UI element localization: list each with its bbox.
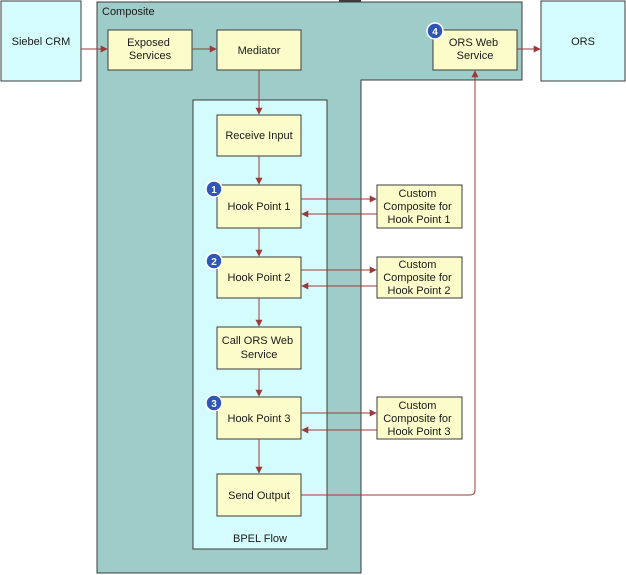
- custom-composite-1-node: [376, 184, 463, 229]
- hook-point-1-node: [216, 184, 302, 229]
- ors-web-service-label: ORS Web Service: [449, 37, 501, 62]
- call-ors-web-service-label: Call ORS Web Service: [222, 335, 296, 361]
- svg-text:2: 2: [211, 257, 217, 268]
- bpel-flow-label: BPEL Flow: [233, 533, 287, 545]
- custom-composite-2-label: Custom Composite for Hook Point 2: [383, 259, 455, 297]
- exposed-services-node: [107, 29, 193, 71]
- hook-point-1-label: Hook Point 1: [228, 201, 291, 213]
- call-ors-web-service-node: [216, 326, 302, 370]
- receive-input-node: [216, 114, 302, 157]
- hook-point-3-node: [216, 396, 302, 440]
- ors-label: ORS: [571, 36, 595, 48]
- badge-3: 3: [205, 394, 223, 412]
- hook-point-2-label: Hook Point 2: [228, 272, 291, 284]
- ors-box: [540, 0, 626, 82]
- svg-text:1: 1: [211, 185, 217, 196]
- receive-input-label: Receive Input: [225, 130, 292, 142]
- send-output-node: [216, 473, 302, 517]
- mediator-label: Mediator: [238, 45, 281, 57]
- send-output-label: Send Output: [228, 490, 290, 502]
- hook-point-3-label: Hook Point 3: [228, 413, 291, 425]
- custom-composite-1-label: Custom Composite for Hook Point 1: [383, 188, 455, 226]
- siebel-crm-box: [0, 0, 82, 82]
- svg-text:3: 3: [211, 399, 217, 410]
- custom-composite-3-node: [376, 396, 463, 440]
- ors-web-service-node: [432, 29, 518, 71]
- siebel-crm-label: Siebel CRM: [12, 36, 71, 48]
- custom-composite-3-label: Custom Composite for Hook Point 3: [383, 400, 455, 438]
- badge-4: 4: [426, 22, 444, 40]
- custom-composite-2-node: [376, 256, 463, 299]
- badge-2: 2: [205, 252, 223, 270]
- badge-1: 1: [205, 180, 223, 198]
- exposed-services-label: Exposed Services: [127, 37, 173, 62]
- hook-point-2-node: [216, 256, 302, 299]
- arrow-send-to-ors-web-service: [301, 70, 479, 496]
- svg-text:4: 4: [432, 27, 438, 38]
- composite-label: Composite: [102, 6, 155, 18]
